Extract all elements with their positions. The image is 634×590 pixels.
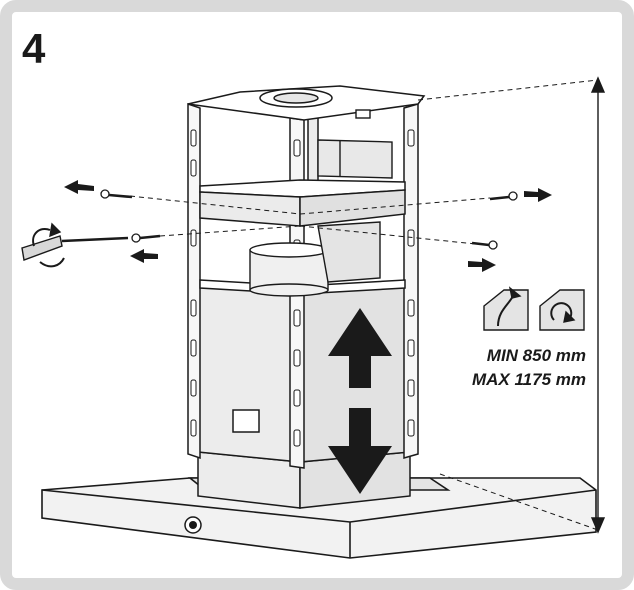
step-number: 4 — [22, 25, 46, 72]
control-knob-icon — [184, 516, 202, 534]
recirculation-icon — [539, 289, 585, 331]
screw-mid-left — [131, 233, 161, 243]
ducted-extraction-icon — [483, 286, 529, 331]
height-dimension-line — [590, 76, 606, 534]
post-slots — [190, 129, 415, 447]
max-height-label: MAX 1175 mm — [471, 370, 586, 389]
upper-bracket — [317, 109, 393, 179]
screw-top-left — [100, 189, 133, 199]
screwdriver-icon — [21, 222, 129, 268]
screw-mid-right — [471, 240, 498, 250]
screw-guide-lines — [129, 79, 599, 531]
height-adjust-arrow-icon — [328, 308, 392, 494]
min-height-label: MIN 850 mm — [486, 346, 586, 365]
screw-top-right — [489, 191, 518, 201]
arrow-icon — [64, 180, 552, 272]
motor-duct — [249, 221, 381, 297]
